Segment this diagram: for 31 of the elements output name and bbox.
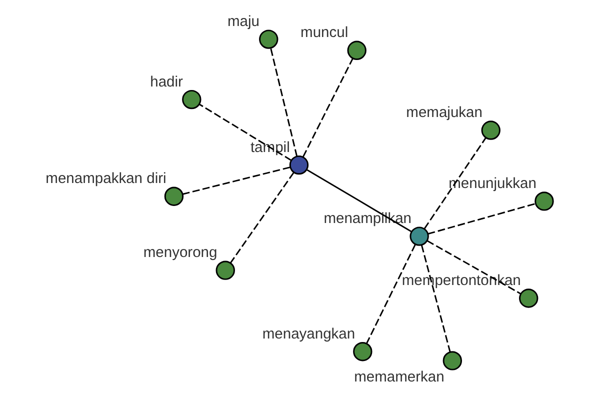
node-circle [481,120,500,140]
connector [428,203,536,235]
node-circle [534,192,554,211]
node-label: menyorong [143,245,218,262]
connector [230,172,294,264]
node-circle [410,226,429,246]
node-circle [259,30,278,49]
node-label: tampil [250,140,290,156]
node-label: memamerkan [354,369,444,386]
node-label: maju [228,14,260,30]
connector [302,58,354,158]
node-label: muncul [300,25,348,42]
node-label: memajukan [406,104,482,121]
connector [198,104,292,161]
node-circle [182,90,202,110]
connector [182,166,290,195]
node-circle [164,186,184,206]
node-label: hadir [150,74,183,90]
node-circle [289,155,309,175]
connector [424,137,486,230]
node-circle [347,40,366,60]
connector [270,48,298,157]
node-circle [353,342,372,362]
connector [366,244,416,344]
node-label: menampakkan diri [46,171,166,188]
node-circle [519,288,538,308]
node-label: menunjukkan [448,176,536,192]
node-label: menayangkan [262,326,356,342]
node-circle [442,351,462,370]
connector [420,245,451,352]
node-circle [216,260,235,280]
